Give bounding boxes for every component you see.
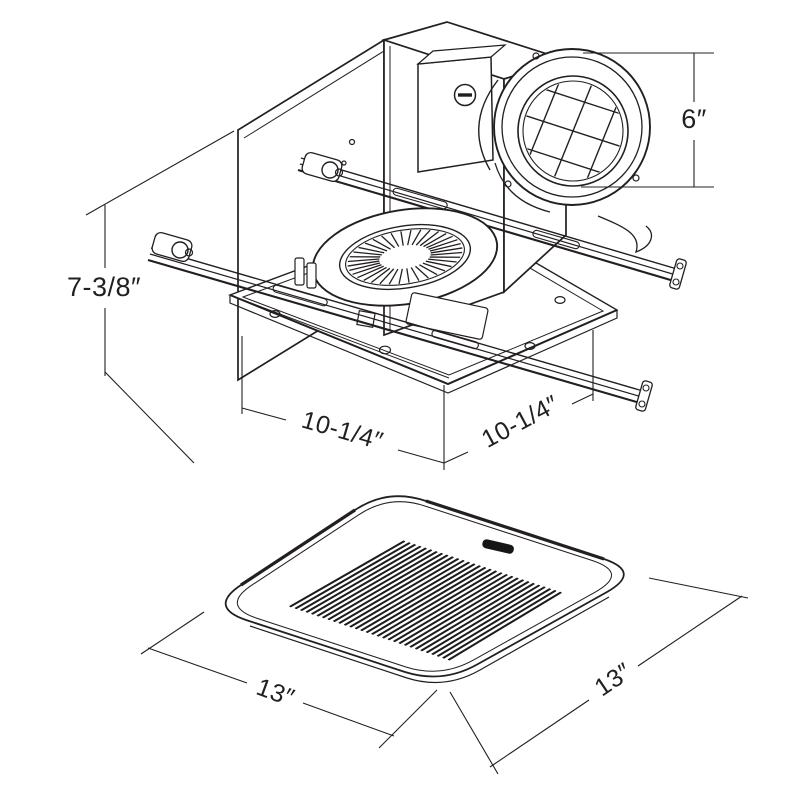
grille-lip (249, 596, 610, 684)
dim-label-housing-depth: 10-1/4″ (477, 390, 564, 454)
pan-clip (306, 262, 317, 289)
dim-label-grille-depth: 13″ (590, 658, 637, 703)
grille-view: 13″ 13″ (140, 495, 749, 775)
dim-housing-height: 7-3/8″ (67, 130, 235, 464)
grille-cover (224, 495, 625, 684)
dim-label-grille-width: 13″ (253, 673, 298, 712)
dim-label-duct: 6″ (681, 104, 707, 134)
brand-logo-mark (482, 539, 514, 554)
duct-damper-grid (524, 82, 622, 180)
grille-rim-inner (236, 501, 613, 672)
wire (597, 215, 653, 254)
dim-duct-diameter: 6″ (581, 52, 714, 188)
grille-edge-highlight (240, 508, 356, 587)
grille-slats (289, 540, 562, 661)
blower-vanes (347, 229, 463, 285)
housing-view: 6″ 7-3/8″ 10-1/4″ (67, 21, 714, 470)
knockout (453, 83, 477, 107)
pan-clip (294, 257, 305, 286)
grille-edge-highlight (425, 499, 605, 561)
dim-label-housing-height: 7-3/8″ (67, 272, 141, 302)
hanger-bar-front (147, 231, 653, 412)
junction-box (416, 44, 507, 173)
duct-collar (478, 48, 653, 254)
dim-label-housing-width: 10-1/4″ (299, 406, 387, 456)
